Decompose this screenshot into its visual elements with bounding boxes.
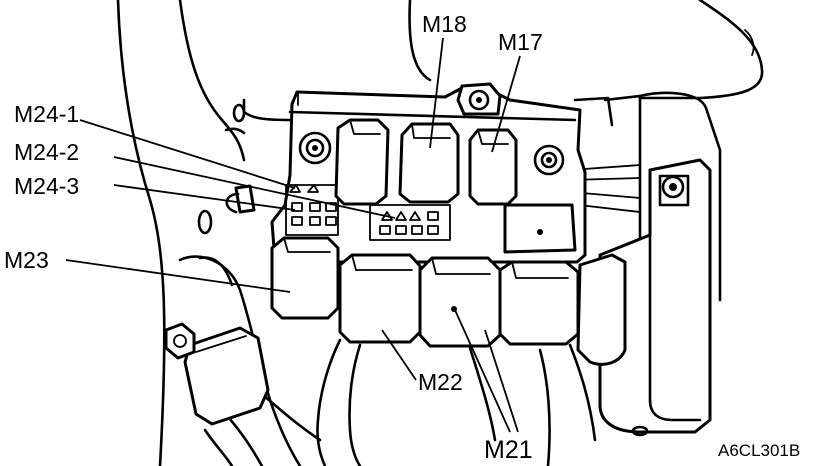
leader-m18 [429,37,444,149]
relay-top-left [334,118,390,206]
callout-m18: M18 [422,11,467,37]
vehicle-body-panel [116,0,764,466]
left-connector [164,184,270,426]
leader-m17 [491,55,521,153]
relay-m18 [398,122,460,204]
leader-m24-3 [113,184,296,211]
leader-m24-1 [79,119,296,189]
callout-m24-3: M24-3 [14,173,79,199]
leader-m21-a [454,309,511,433]
relay-m17 [468,128,518,206]
callout-m24-2: M24-2 [14,139,79,165]
fuse-block [285,184,451,241]
relay-bottom-right [498,260,580,346]
callout-m22: M22 [418,369,463,395]
callout-m21: M21 [484,436,533,464]
callout-m24-1: M24-1 [14,101,79,127]
leader-m21-b [484,329,519,433]
leader-m24-2 [113,156,396,219]
relay-m23 [270,236,340,320]
leader-m23 [65,259,291,293]
leader-m22 [381,329,417,381]
figure-code: A6CL301B [718,441,800,460]
relay-m21 [418,256,502,348]
callout-m23: M23 [4,247,49,273]
callout-m17: M17 [498,29,543,55]
leader-lines [65,37,521,433]
relay-m22 [338,253,422,344]
